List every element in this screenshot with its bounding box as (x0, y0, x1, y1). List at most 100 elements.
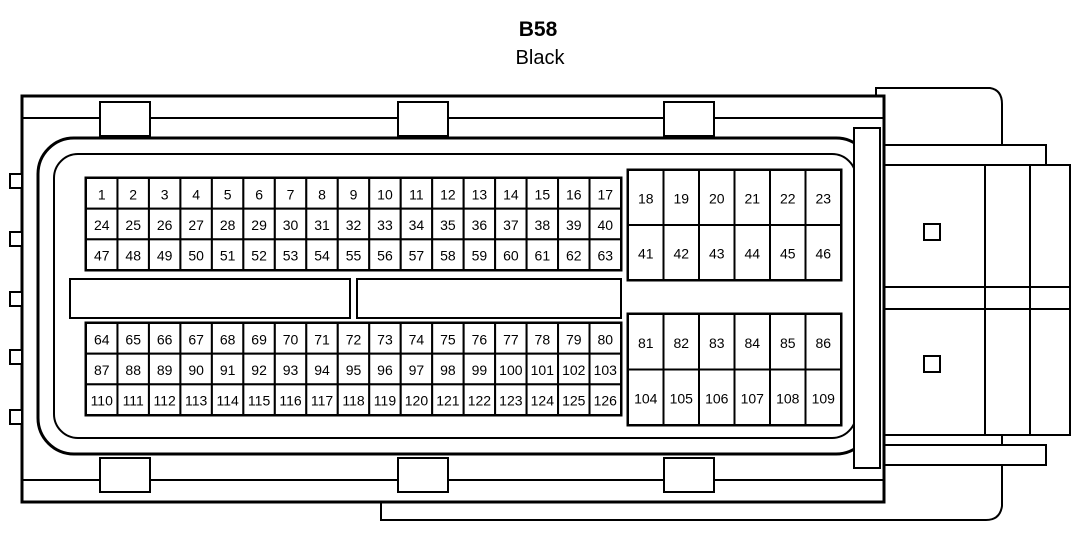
pin-number: 29 (251, 217, 267, 233)
pin-number: 13 (472, 186, 488, 202)
pin-cavity (210, 238, 245, 271)
pin-number: 31 (314, 217, 330, 233)
pin-number: 52 (251, 248, 267, 264)
pin-number: 40 (597, 217, 613, 233)
pin-cavity (662, 224, 700, 281)
pin-number: 99 (472, 362, 488, 378)
pin-number: 34 (409, 217, 425, 233)
connector-id: B58 (519, 18, 558, 41)
pin-cavity (179, 352, 213, 386)
pin-number: 49 (157, 248, 173, 264)
pin-number: 16 (566, 186, 582, 202)
pin-cavity (147, 238, 182, 271)
pin-cavity (627, 224, 665, 281)
pin-number: 20 (709, 191, 725, 207)
pin-number: 87 (94, 362, 110, 378)
pin-number: 2 (129, 186, 137, 202)
pin-cavity (698, 313, 736, 371)
pin-number: 26 (157, 217, 173, 233)
pin-number: 19 (673, 191, 689, 207)
pin-cavity (525, 207, 560, 241)
pin-cavity (273, 207, 308, 241)
pin-cavity (804, 313, 842, 371)
pin-number: 41 (638, 246, 654, 262)
pin-cavity (557, 238, 591, 271)
pin-cavity (588, 322, 623, 355)
pin-number: 44 (744, 246, 760, 262)
pin-number: 60 (503, 248, 519, 264)
pin-number: 51 (220, 248, 236, 264)
pin-number: 14 (503, 186, 519, 202)
pin-cavity (399, 238, 434, 271)
pin-number: 45 (780, 246, 796, 262)
pin-number: 121 (436, 393, 460, 409)
pin-cavity (733, 224, 771, 281)
pin-number: 108 (776, 390, 800, 406)
pin-cavity (336, 383, 371, 417)
pin-number: 85 (780, 335, 796, 351)
pin-number: 30 (283, 217, 299, 233)
right-slot-upper (879, 164, 1071, 288)
right-cavity-post (853, 127, 881, 469)
pin-cavity (179, 322, 213, 355)
latch-window-upper (923, 223, 941, 241)
pin-number: 48 (125, 248, 141, 264)
pin-number: 25 (125, 217, 141, 233)
pin-cavity (210, 383, 245, 417)
pin-cavity (525, 352, 560, 386)
pin-number: 122 (468, 393, 492, 409)
top-tabs (99, 101, 715, 137)
right-slot-lower (879, 308, 1071, 436)
pin-number: 126 (594, 393, 618, 409)
pin-number: 111 (123, 393, 144, 409)
pin-number: 47 (94, 248, 110, 264)
pin-number: 93 (283, 362, 299, 378)
pin-cavity (305, 383, 339, 417)
pin-number: 74 (409, 331, 425, 347)
pin-number: 67 (188, 331, 204, 347)
pin-cavity (698, 224, 736, 281)
pin-number: 24 (94, 217, 110, 233)
pin-number: 9 (350, 186, 358, 202)
pin-cavity (804, 224, 842, 281)
pin-number: 90 (188, 362, 204, 378)
pin-cavity (557, 383, 591, 417)
pin-number: 98 (440, 362, 456, 378)
pin-number: 77 (503, 331, 519, 347)
pin-cavity (804, 368, 842, 426)
pin-cavity (662, 368, 700, 426)
pin-number: 88 (125, 362, 141, 378)
pin-cavity (85, 177, 119, 210)
pin-number: 113 (185, 393, 208, 409)
pin-number: 55 (346, 248, 362, 264)
pin-number: 76 (472, 331, 488, 347)
pin-cavity (733, 368, 771, 426)
pin-number: 33 (377, 217, 393, 233)
pin-number: 79 (566, 331, 582, 347)
pin-number: 46 (815, 246, 831, 262)
pin-number: 66 (157, 331, 173, 347)
pin-cavity (627, 169, 665, 226)
pin-number: 62 (566, 248, 582, 264)
pin-cavity (588, 238, 623, 271)
pin-number: 97 (409, 362, 425, 378)
pin-number: 35 (440, 217, 456, 233)
pin-number: 5 (224, 186, 232, 202)
pin-cavity (85, 383, 119, 417)
pin-number: 63 (597, 248, 613, 264)
pin-cavity (431, 383, 465, 417)
pin-number: 3 (161, 186, 169, 202)
pin-number: 101 (531, 362, 555, 378)
pin-number: 22 (780, 191, 796, 207)
pin-cavity (399, 207, 434, 241)
pin-number: 119 (374, 393, 397, 409)
pin-number: 23 (815, 191, 831, 207)
pin-number: 109 (812, 390, 836, 406)
pin-number: 120 (405, 393, 429, 409)
pin-number: 39 (566, 217, 582, 233)
connector-housing (9, 87, 1071, 521)
pin-cavity (525, 383, 560, 417)
